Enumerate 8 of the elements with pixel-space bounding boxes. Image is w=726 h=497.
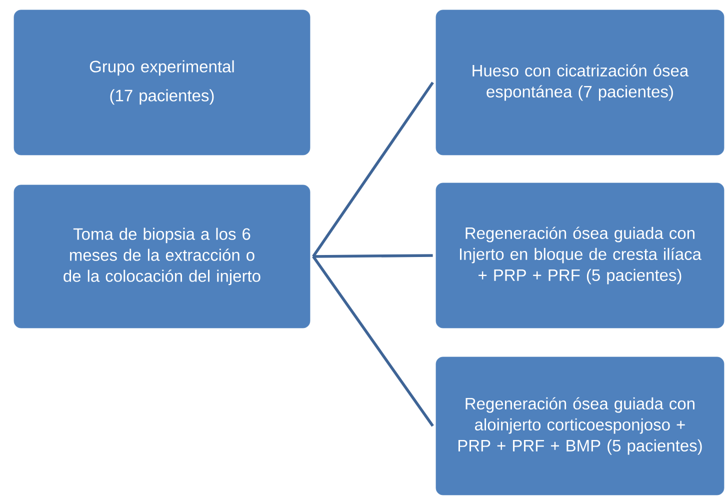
process-box: Grupo experimental (17 pacientes): [14, 10, 310, 156]
process-box: Regeneración ósea guiada con aloinjerto corticoesponjoso + PRP + PRF + BMP (5 pacientes): [436, 356, 724, 496]
process-box: Regeneración ósea guiada con Injerto en bloque de cresta ilíaca + PRP + PRF (5 pacientes): [436, 182, 724, 328]
process-box: Toma de biopsia a los 6 meses de la extracción o de la colocación del injerto: [14, 184, 310, 328]
connector-line: [313, 254, 433, 258]
connector-line: [312, 82, 434, 258]
connector-line: [312, 256, 434, 427]
process-box: Hueso con cicatrización ósea espontánea (7 pacientes): [436, 10, 724, 156]
